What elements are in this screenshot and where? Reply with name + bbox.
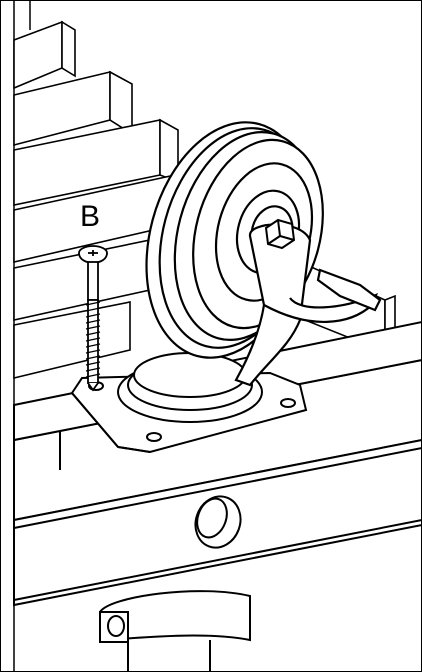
caster-fork — [234, 223, 382, 387]
axle-nut — [264, 218, 296, 250]
screw-b — [78, 245, 108, 392]
frame-hole — [194, 495, 242, 549]
bottom-fixture — [13, 519, 422, 672]
callout-label-b: B — [80, 200, 100, 233]
swivel-ring — [117, 352, 263, 423]
